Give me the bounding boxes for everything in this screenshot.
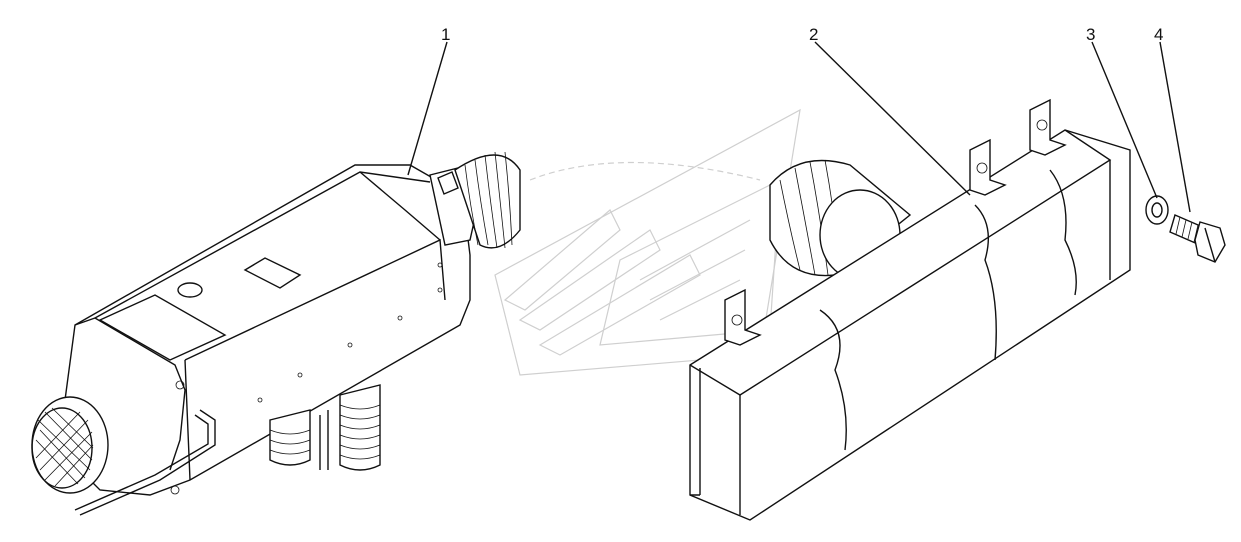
leader-4	[1159, 41, 1191, 213]
callout-labels: 1 2 3 4	[441, 25, 1163, 44]
bolt	[1169, 214, 1226, 263]
duct-box	[689, 98, 1131, 521]
leader-2	[814, 41, 971, 196]
callout-3: 3	[1086, 25, 1095, 44]
leader-lines	[407, 41, 1191, 213]
washer	[1145, 195, 1169, 225]
callout-4: 4	[1154, 25, 1163, 44]
leader-3	[1091, 41, 1158, 199]
callout-1: 1	[441, 25, 450, 44]
heater-unit	[31, 151, 521, 516]
callout-2: 2	[809, 25, 818, 44]
leader-1	[407, 41, 448, 176]
